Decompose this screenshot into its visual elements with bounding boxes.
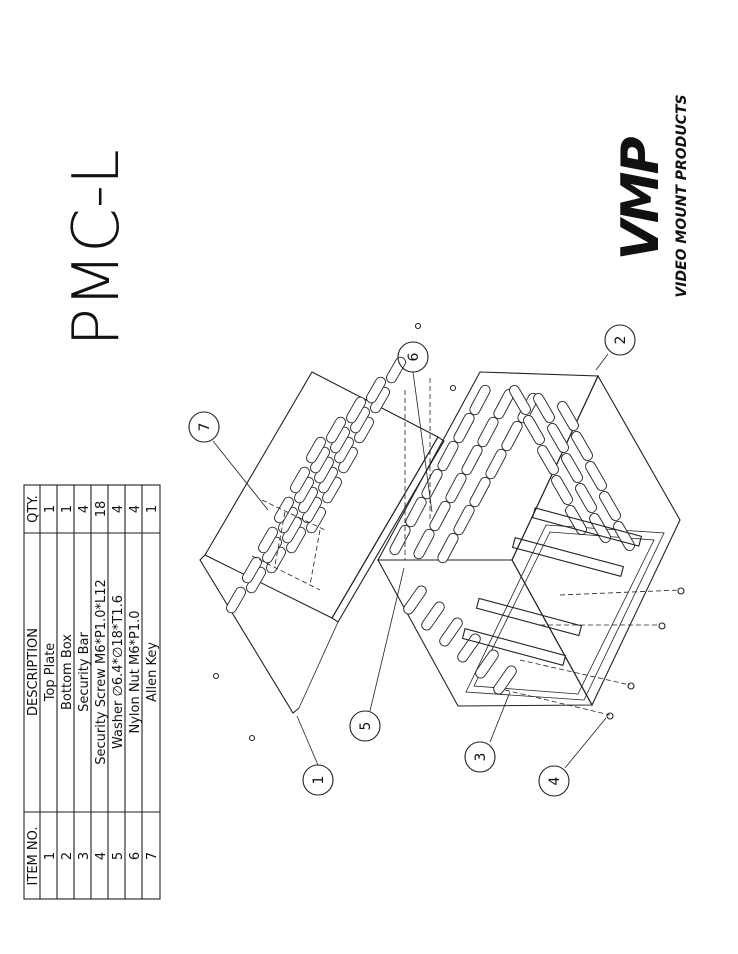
box-slot <box>537 445 559 475</box>
table-row-4-item: 4 <box>94 852 109 860</box>
table-row-6-qty: 4 <box>128 505 143 513</box>
box-slot <box>457 633 481 663</box>
plate-slot <box>366 376 386 404</box>
box-slot <box>613 521 635 551</box>
svg-text:4: 4 <box>547 776 563 785</box>
box-slot <box>413 528 435 560</box>
balloon-3: 3 <box>464 691 511 773</box>
table-row-6-item: 6 <box>128 852 143 860</box>
table-row-5-description: Washer ∅6.4*∅18*T1.6 <box>111 595 126 749</box>
plate-slot <box>326 416 346 444</box>
table-row-3-item: 3 <box>77 852 92 860</box>
box-slot <box>445 472 467 504</box>
table-row-3-description: Security Bar <box>77 631 92 711</box>
logo-mark: VMP <box>611 137 671 261</box>
table-row-6-description: Nylon Nut M6*P1.0 <box>128 610 143 733</box>
table-row-7-item: 7 <box>145 852 160 860</box>
plate-slot <box>290 466 310 494</box>
box-slot <box>523 415 545 445</box>
brand-name: VIDEO MOUNT PRODUCTS <box>674 94 690 297</box>
hardware <box>212 322 685 742</box>
box-slot <box>477 416 499 448</box>
box-slot <box>589 513 611 543</box>
box-slot <box>453 504 475 536</box>
balloon-6: 6 <box>397 341 433 513</box>
box-slot <box>389 524 411 556</box>
table-header-description: DESCRIPTION <box>26 628 41 716</box>
table-row-3-qty: 4 <box>77 505 92 513</box>
table-row-4-qty: 18 <box>94 501 109 518</box>
table-row-5-item: 5 <box>111 852 126 860</box>
table-row-1-item: 1 <box>43 852 58 860</box>
top-plate <box>199 356 445 714</box>
page-title: PMC-L <box>60 149 134 346</box>
security-bars <box>461 507 643 666</box>
svg-text:6: 6 <box>406 352 422 361</box>
svg-text:7: 7 <box>197 423 213 432</box>
table-row-1-qty: 1 <box>43 505 58 513</box>
plate-slot <box>386 356 406 384</box>
balloon-4: 4 <box>538 717 607 797</box>
plate-slot <box>242 556 262 584</box>
balloon-5: 5 <box>349 567 405 742</box>
box-slot <box>547 423 569 453</box>
box-slot <box>469 384 491 416</box>
plate-slot <box>258 526 278 554</box>
box-slot <box>599 491 621 521</box>
table-header-qty: QTY. <box>26 495 41 523</box>
table-header-item: ITEM NO. <box>26 827 41 886</box>
box-slot <box>501 420 523 452</box>
box-slot <box>437 440 459 472</box>
table-row-5-qty: 4 <box>111 505 126 513</box>
table-row-4-description: Security Screw M6*P1.0*L12 <box>94 579 109 765</box>
box-slot <box>429 500 451 532</box>
bottom-box <box>377 371 681 707</box>
table-row-2-description: Bottom Box <box>60 634 75 710</box>
box-slot <box>405 496 427 528</box>
box-slot <box>571 431 593 461</box>
box-slot <box>565 505 587 535</box>
balloon-1: 1 <box>296 715 334 796</box>
box-slot <box>575 483 597 513</box>
balloon-2: 2 <box>595 324 636 371</box>
box-slot <box>461 444 483 476</box>
box-slot <box>551 475 573 505</box>
plate-slot <box>346 396 366 424</box>
box-slot <box>439 617 463 647</box>
plate-slot <box>274 496 294 524</box>
table-row-7-description: Allen Key <box>145 642 160 702</box>
box-slot <box>421 601 445 631</box>
plate-slot <box>226 586 246 614</box>
box-slot <box>561 453 583 483</box>
box-slot <box>557 401 579 431</box>
svg-text:1: 1 <box>311 776 327 785</box>
box-slot <box>585 461 607 491</box>
box-slot <box>421 468 443 500</box>
plate-slot <box>306 436 326 464</box>
table-row-1-description: Top Plate <box>43 643 58 703</box>
table-row-2-item: 2 <box>60 852 75 860</box>
box-slot <box>475 649 499 679</box>
box-slot <box>533 393 555 423</box>
svg-text:2: 2 <box>613 336 629 345</box>
svg-text:5: 5 <box>358 722 374 731</box>
plate-dashed-holes <box>251 499 326 591</box>
box-slot <box>509 385 531 415</box>
svg-text:3: 3 <box>473 753 489 762</box>
table-row-7-qty: 1 <box>145 505 160 513</box>
box-slot <box>403 585 427 615</box>
vmp-logo: VMP VIDEO MOUNT PRODUCTS <box>611 94 690 297</box>
balloon-7: 7 <box>188 411 269 511</box>
box-slot <box>485 448 507 480</box>
box-slot <box>493 665 517 695</box>
table-row-2-qty: 1 <box>60 505 75 513</box>
box-slot <box>469 476 491 508</box>
